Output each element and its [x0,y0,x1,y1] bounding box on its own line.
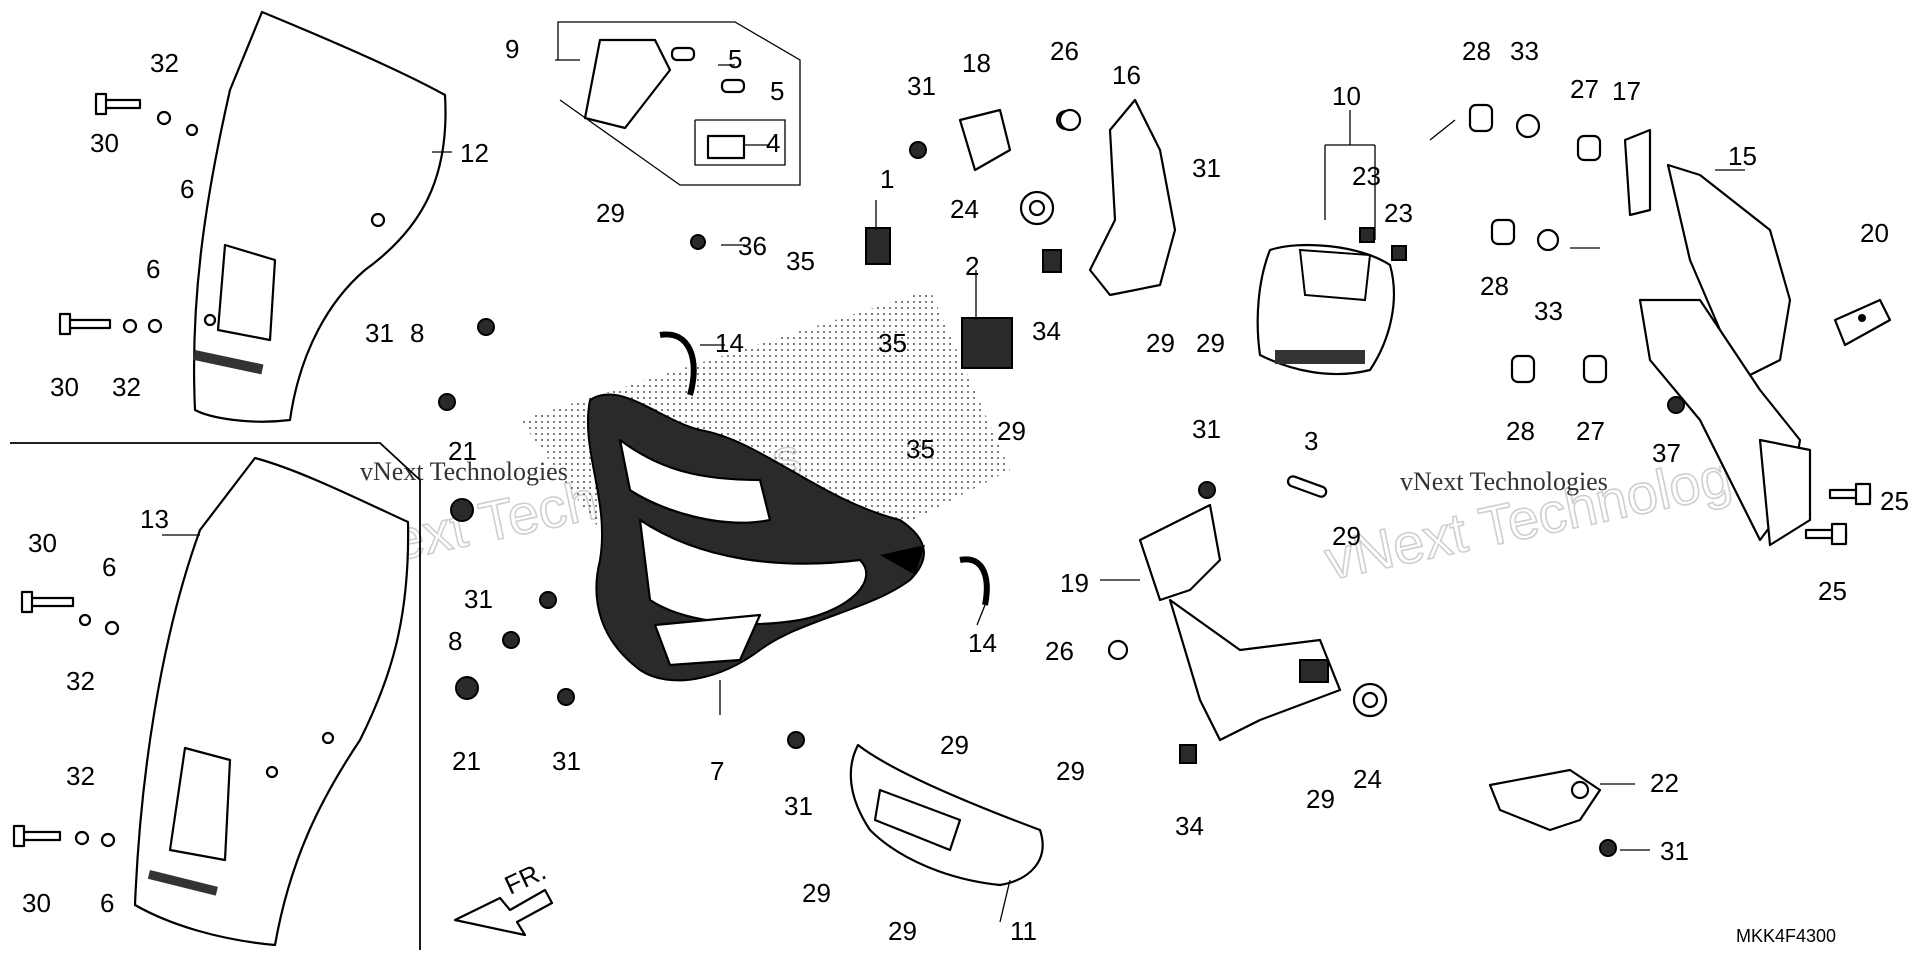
callout: 35 [906,434,935,464]
callout: 2 [965,251,979,281]
inner-panel-11 [849,743,1044,887]
callout: 29 [997,416,1026,446]
callout: 18 [962,48,991,78]
callout: 31 [365,318,394,348]
callout: 26 [1045,636,1074,666]
callout: 19 [1060,568,1089,598]
callout: 31 [907,71,936,101]
callout: 7 [710,756,724,786]
bracket-22 [1488,768,1602,832]
callout: 14 [715,328,744,358]
front-direction-arrow: FR. [453,856,554,937]
svg-text:vNext Technologies: vNext Technologies [1400,467,1608,496]
bracket-17 [1623,128,1652,217]
front-cowl-7 [520,290,1010,682]
callout: 12 [460,138,489,168]
callout: 34 [1175,811,1204,841]
bracket-19 [1138,503,1342,742]
callout: 5 [728,44,742,74]
bracket-20 [1833,298,1892,347]
callout: 16 [1112,60,1141,90]
callout: 24 [950,194,979,224]
callout: 10 [1332,81,1361,111]
callout: 29 [1306,784,1335,814]
callout: 26 [1050,36,1079,66]
callout: 31 [1192,153,1221,183]
callout: 20 [1860,218,1889,248]
callout: 32 [66,666,95,696]
callout: 22 [1650,768,1679,798]
callout: 15 [1728,141,1757,171]
windscreen-12 [192,10,447,423]
callout: 9 [505,34,519,64]
garnish-16 [1088,98,1177,297]
callout: 34 [1032,316,1061,346]
callout-labels: 1 2 3 4 5 5 6 6 6 6 7 8 8 9 10 11 12 13 … [22,34,1909,946]
panel-divider [10,442,421,950]
callout: 11 [1010,916,1037,946]
callout: 32 [150,48,179,78]
callout: 32 [112,372,141,402]
callout: 8 [448,626,462,656]
callout: 28 [1506,416,1535,446]
callout: 6 [100,888,114,918]
callout: 32 [66,761,95,791]
callout: 29 [1332,521,1361,551]
callout: 33 [1534,296,1563,326]
callout: 27 [1570,74,1599,104]
callout: 31 [552,746,581,776]
callout: 35 [786,246,815,276]
callout: 28 [1480,271,1509,301]
callout: 21 [452,746,481,776]
callout: 29 [888,916,917,946]
callout: 36 [738,231,767,261]
callout: 25 [1818,576,1847,606]
callout: 21 [448,436,477,466]
callout: 23 [1352,161,1381,191]
diagram-code: MKK4F4300 [1736,926,1836,946]
callout: 31 [784,791,813,821]
windscreen-13 [133,456,410,947]
callout: 29 [596,198,625,228]
callout: 29 [1056,756,1085,786]
callout: 31 [1192,414,1221,444]
fasteners [12,92,1872,857]
callout: 29 [940,730,969,760]
callout: 37 [1652,438,1681,468]
callout: 31 [1660,836,1689,866]
callout: 1 [880,164,894,194]
callout: 17 [1612,76,1641,106]
callout: 29 [802,878,831,908]
meter-cover-10 [1256,243,1396,376]
callout: 13 [140,504,169,534]
callout: 6 [102,552,116,582]
callout: 14 [968,628,997,658]
callout: 3 [1304,426,1318,456]
callout: 33 [1510,36,1539,66]
callout: 30 [22,888,51,918]
callout: 35 [878,328,907,358]
callout: 30 [50,372,79,402]
callout: 31 [464,584,493,614]
callout: 6 [180,174,194,204]
callout: 6 [146,254,160,284]
group-9 [557,21,801,250]
leader-lines [162,59,1745,923]
callout: 29 [1146,328,1175,358]
svg-text:vNext Technologies: vNext Technologies [360,457,568,486]
callout: 27 [1576,416,1605,446]
callout: 30 [90,128,119,158]
callout: 8 [410,318,424,348]
callout: 5 [770,76,784,106]
frame-stay-15 [1638,163,1812,547]
callout: 4 [766,128,780,158]
callout: 30 [28,528,57,558]
callout: 24 [1353,764,1382,794]
callout: 23 [1384,198,1413,228]
callout: 29 [1196,328,1225,358]
callout: 25 [1880,486,1909,516]
callout: 28 [1462,36,1491,66]
